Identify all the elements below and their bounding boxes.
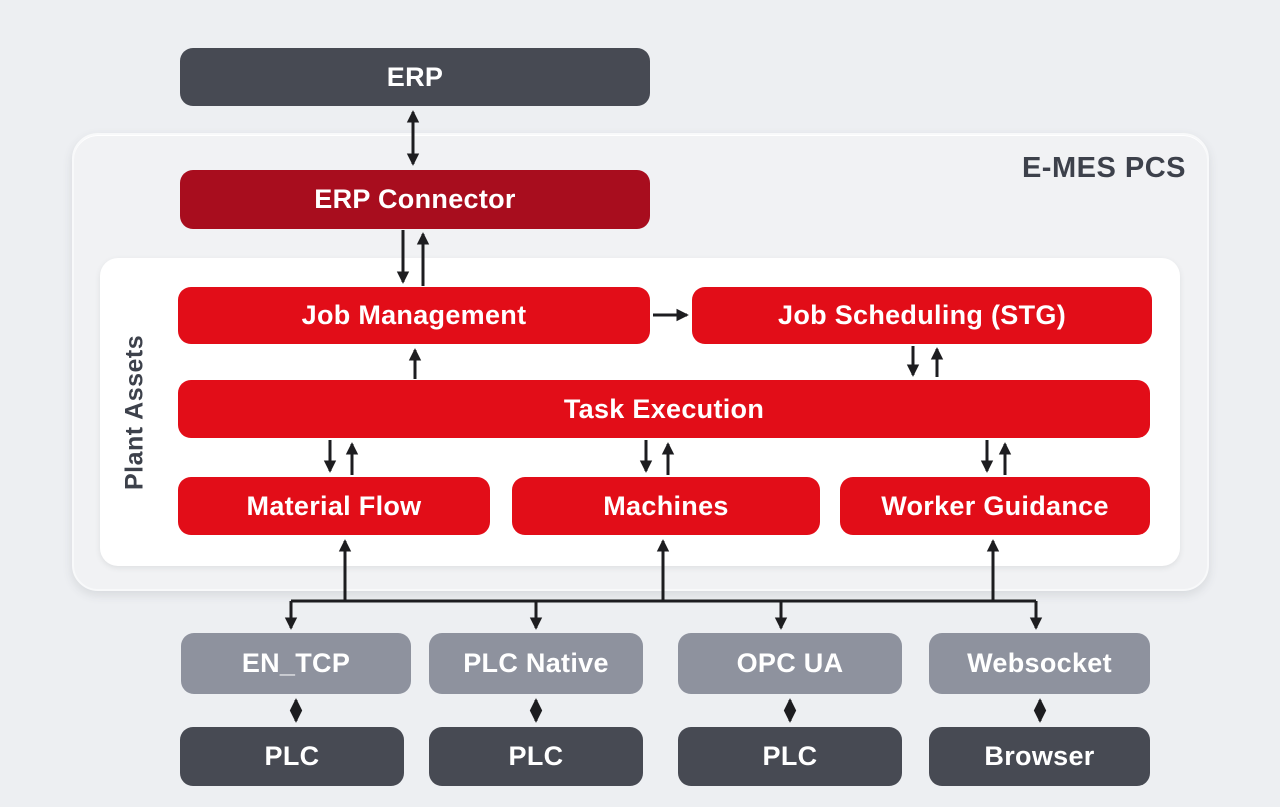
- worker-guidance-box: Worker Guidance: [840, 477, 1150, 535]
- task-execution-box: Task Execution: [178, 380, 1150, 438]
- job-scheduling-label: Job Scheduling (STG): [778, 300, 1066, 330]
- machines-label: Machines: [603, 490, 729, 521]
- material-flow-label: Material Flow: [246, 490, 422, 521]
- worker-guidance-label: Worker Guidance: [881, 490, 1109, 521]
- browser-label: Browser: [984, 741, 1095, 771]
- plc-native-label: PLC Native: [463, 648, 609, 678]
- job-management-label: Job Management: [301, 300, 527, 330]
- erp-label: ERP: [386, 61, 444, 92]
- plc-3-box: PLC: [678, 727, 902, 786]
- en-tcp-box: EN_TCP: [181, 633, 411, 694]
- opc-ua-box: OPC UA: [678, 633, 902, 694]
- plc-1-box: PLC: [180, 727, 404, 786]
- plc-2-label: PLC: [508, 741, 564, 771]
- opc-ua-label: OPC UA: [736, 648, 844, 678]
- en-tcp-label: EN_TCP: [241, 648, 351, 678]
- plc-1-label: PLC: [264, 741, 320, 771]
- plc-native-box: PLC Native: [429, 633, 643, 694]
- job-scheduling-box: Job Scheduling (STG): [692, 287, 1152, 344]
- erp-connector-box: ERP Connector: [180, 170, 650, 229]
- browser-box: Browser: [929, 727, 1150, 786]
- task-execution-label: Task Execution: [563, 393, 765, 424]
- plant-assets-label: Plant Assets: [120, 334, 149, 490]
- erp-box: ERP: [180, 48, 650, 106]
- websocket-label: Websocket: [967, 648, 1112, 678]
- job-management-box: Job Management: [178, 287, 650, 344]
- websocket-box: Websocket: [929, 633, 1150, 694]
- erp-connector-label: ERP Connector: [314, 184, 516, 214]
- plc-3-label: PLC: [762, 741, 818, 771]
- plc-2-box: PLC: [429, 727, 643, 786]
- material-flow-box: Material Flow: [178, 477, 490, 535]
- machines-box: Machines: [512, 477, 820, 535]
- emes-pcs-title: E-MES PCS: [1021, 152, 1186, 184]
